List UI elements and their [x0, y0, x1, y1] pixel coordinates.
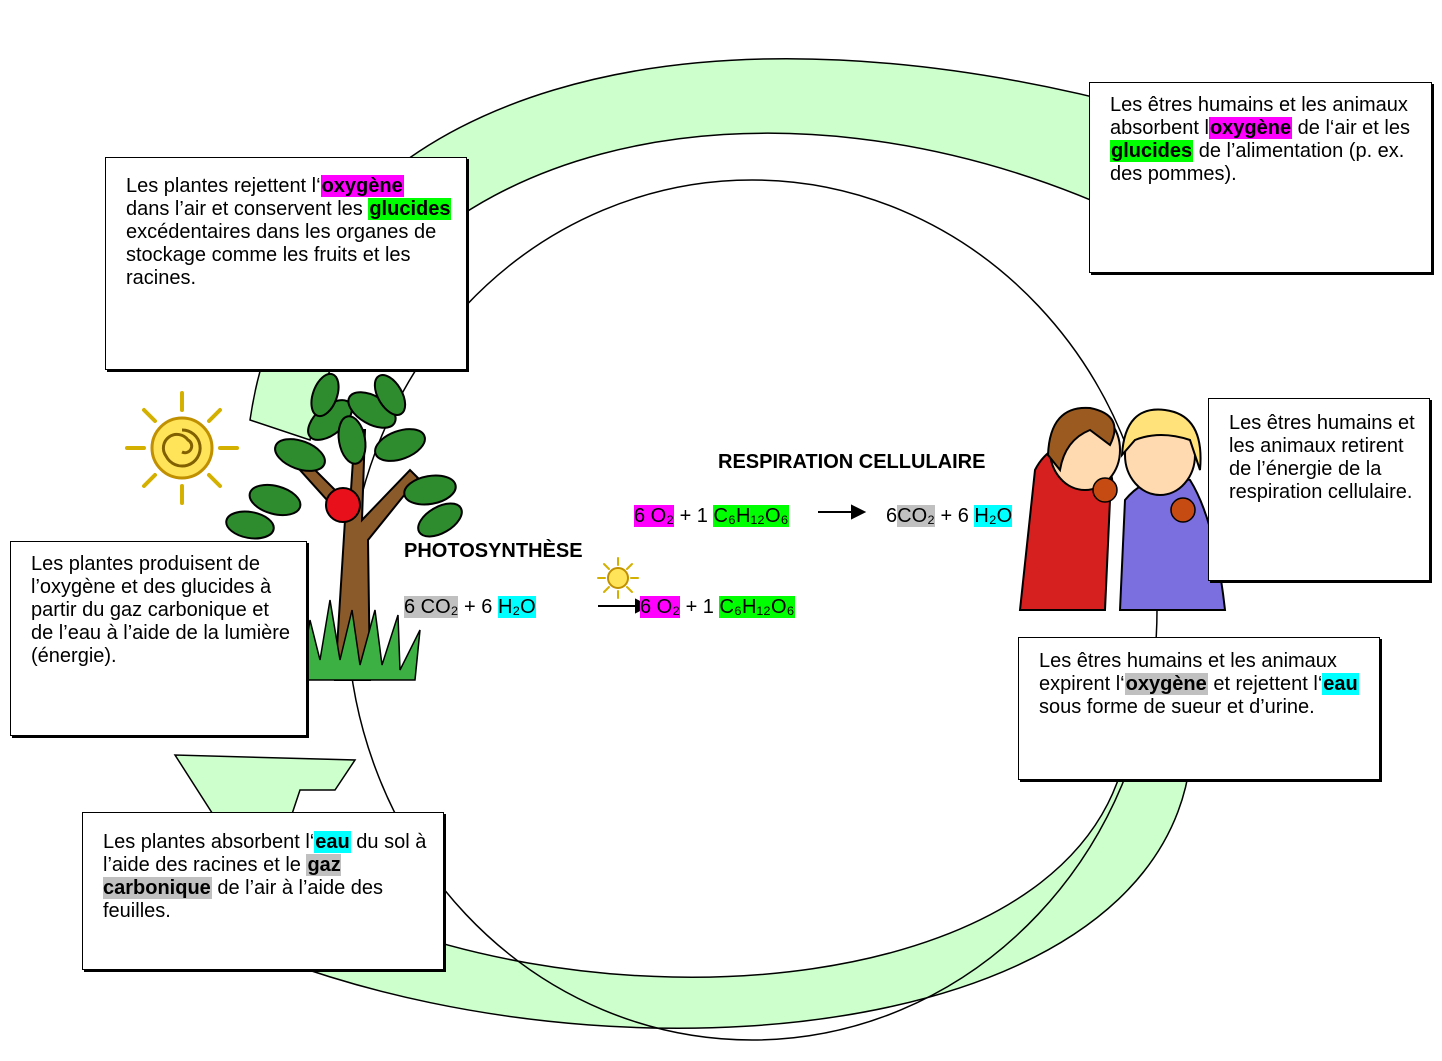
oxygen-highlight: oxygène: [320, 175, 404, 197]
resp-co2: CO₂: [897, 505, 935, 527]
photo-plus-6: + 6: [464, 596, 493, 618]
plants-produce-box: Les plantes produisent de l’oxygène et d…: [10, 541, 307, 736]
photo-glucose: C₆H₁₂O₆: [719, 596, 795, 618]
glucose-highlight: glucides: [1110, 140, 1194, 162]
water-highlight: eau: [314, 831, 351, 853]
humans-energy-text: Les êtres humains et les animaux retiren…: [1229, 412, 1415, 503]
plants-release-box: Les plantes rejettent l‘oxygène dans l’a…: [105, 157, 467, 370]
resp-glucose: C₆H₁₂O₆: [713, 505, 789, 527]
respiration-equation-left: 6 O₂ + 1 C₆H₁₂O₆: [634, 505, 789, 528]
humans-energy-box: Les êtres humains et les animaux retiren…: [1208, 398, 1430, 581]
plants-absorb-text: Les plantes absorbent l‘eau du sol à l’a…: [103, 831, 427, 922]
humans-absorb-box: Les êtres humains et les animaux absorbe…: [1089, 82, 1432, 273]
children-icon: [1018, 406, 1227, 611]
plants-absorb-box: Les plantes absorbent l‘eau du sol à l’a…: [82, 812, 444, 970]
apple-icon: [325, 487, 361, 523]
resp-h2o: H₂O: [974, 505, 1013, 527]
small-sun-icon: [597, 557, 639, 599]
resp-o2: 6 O₂: [634, 505, 674, 527]
resp-plus-6: + 6: [940, 505, 969, 527]
water-highlight: eau: [1322, 673, 1359, 695]
photo-o2: 6 O₂: [640, 596, 680, 618]
arrow-right-icon: [818, 504, 867, 520]
photosynthesis-title: PHOTOSYNTHÈSE: [404, 540, 583, 562]
plants-release-text: Les plantes rejettent l‘oxygène dans l’a…: [126, 175, 452, 289]
tree-icon: [225, 372, 463, 681]
humans-exhale-box: Les êtres humains et les animaux expiren…: [1018, 637, 1380, 780]
respiration-equation-right: 6CO₂ + 6 H₂O: [886, 505, 1013, 528]
photosynthesis-equation-right: 6 O₂ + 1 C₆H₁₂O₆: [640, 596, 795, 619]
photo-co2: 6 CO₂: [404, 596, 459, 618]
resp-plus-1: + 1: [679, 505, 708, 527]
photo-h2o: H₂O: [497, 596, 536, 618]
photo-plus-1: + 1: [685, 596, 714, 618]
respiration-title: RESPIRATION CELLULAIRE: [718, 451, 986, 473]
glucose-highlight: glucides: [368, 198, 452, 220]
humans-absorb-text: Les êtres humains et les animaux absorbe…: [1110, 94, 1410, 185]
photosynthesis-equation-left: 6 CO₂ + 6 H₂O: [404, 596, 536, 619]
oxygen-highlight: oxygène: [1208, 117, 1293, 139]
plants-produce-text: Les plantes produisent de l’oxygène et d…: [31, 553, 291, 667]
resp-six: 6: [886, 505, 898, 527]
sun-icon: [125, 391, 239, 505]
humans-exhale-text: Les êtres humains et les animaux expiren…: [1039, 650, 1359, 718]
oxygen-highlight: oxygène: [1124, 673, 1208, 695]
